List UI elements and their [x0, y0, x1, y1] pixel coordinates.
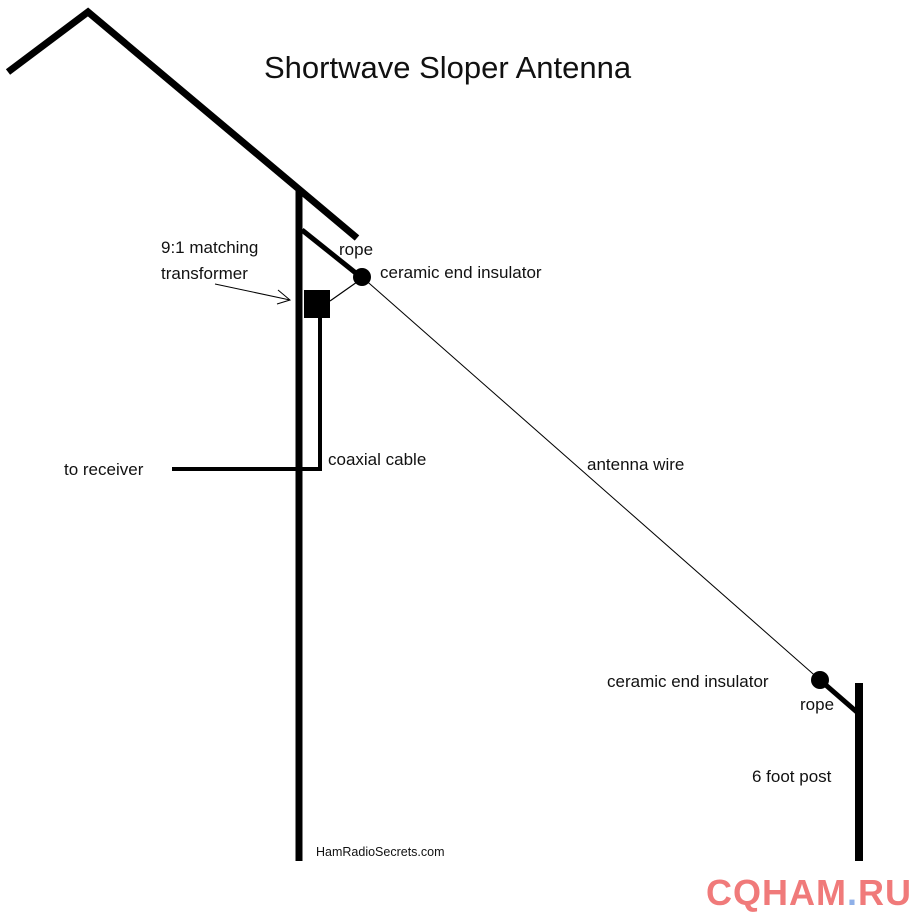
watermark-dot: .: [846, 872, 858, 913]
transformer-label-line2: transformer: [161, 264, 248, 283]
insulator-bottom-label: ceramic end insulator: [607, 672, 769, 691]
rope-bottom-label: rope: [800, 695, 835, 714]
transformer-label-line1: 9:1 matching: [161, 238, 259, 257]
antenna-wire-label: antenna wire: [587, 455, 685, 474]
to-receiver-label: to receiver: [64, 460, 144, 479]
watermark-main: CQHAM: [706, 872, 847, 913]
house-roof: [5, 7, 360, 241]
rope-top: [300, 228, 364, 280]
watermark-tld: RU: [858, 872, 912, 913]
rope-bottom: [818, 678, 860, 715]
watermark-logo: CQHAM.RU: [706, 872, 912, 914]
diagram-title: Shortwave Sloper Antenna: [264, 50, 632, 85]
transformer-lead: [329, 281, 358, 302]
rope-top-label: rope: [339, 240, 374, 259]
matching-transformer-box: [304, 290, 330, 318]
insulator-top-label: ceramic end insulator: [380, 263, 542, 282]
antenna-wire: [361, 276, 821, 681]
coaxial-cable: [172, 318, 322, 471]
coaxial-cable-label: coaxial cable: [328, 450, 427, 469]
transformer-arrow: [214, 283, 292, 305]
post-label: 6 foot post: [752, 767, 832, 786]
credit-text: HamRadioSecrets.com: [316, 845, 445, 859]
